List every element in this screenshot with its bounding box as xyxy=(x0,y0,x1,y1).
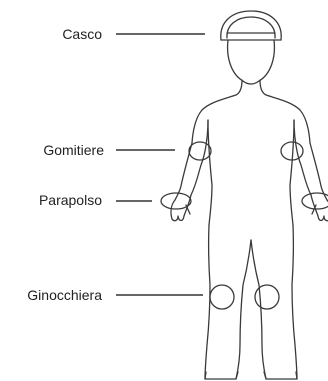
torso-right xyxy=(290,120,294,225)
right-leg-inner xyxy=(251,240,266,379)
person-figure xyxy=(171,40,328,379)
helmet-inner xyxy=(227,17,275,38)
knee-pad-right xyxy=(255,285,279,309)
left-hand xyxy=(171,195,191,221)
left-leg-outer xyxy=(205,225,210,379)
label-elbow-pads: Gomitiere xyxy=(43,142,104,158)
elbow-pad-left xyxy=(189,142,211,160)
left-leg-inner xyxy=(236,240,251,379)
left-foot xyxy=(205,372,238,379)
head-outline xyxy=(228,40,275,84)
right-foot xyxy=(264,372,297,379)
label-knee-pads: Ginocchiera xyxy=(27,287,102,303)
torso-left xyxy=(208,120,212,225)
right-arm-outer xyxy=(310,143,327,200)
helmet-brim xyxy=(221,33,281,40)
knee-pad-left xyxy=(210,285,234,309)
label-helmet: Casco xyxy=(62,26,102,42)
label-wrist-guards: Parapolso xyxy=(39,192,102,208)
neck-right xyxy=(260,80,310,143)
neck-left xyxy=(192,80,242,143)
wrist-guard-left xyxy=(161,193,191,209)
right-leg-outer xyxy=(292,225,297,379)
helmet-shape xyxy=(221,11,281,40)
